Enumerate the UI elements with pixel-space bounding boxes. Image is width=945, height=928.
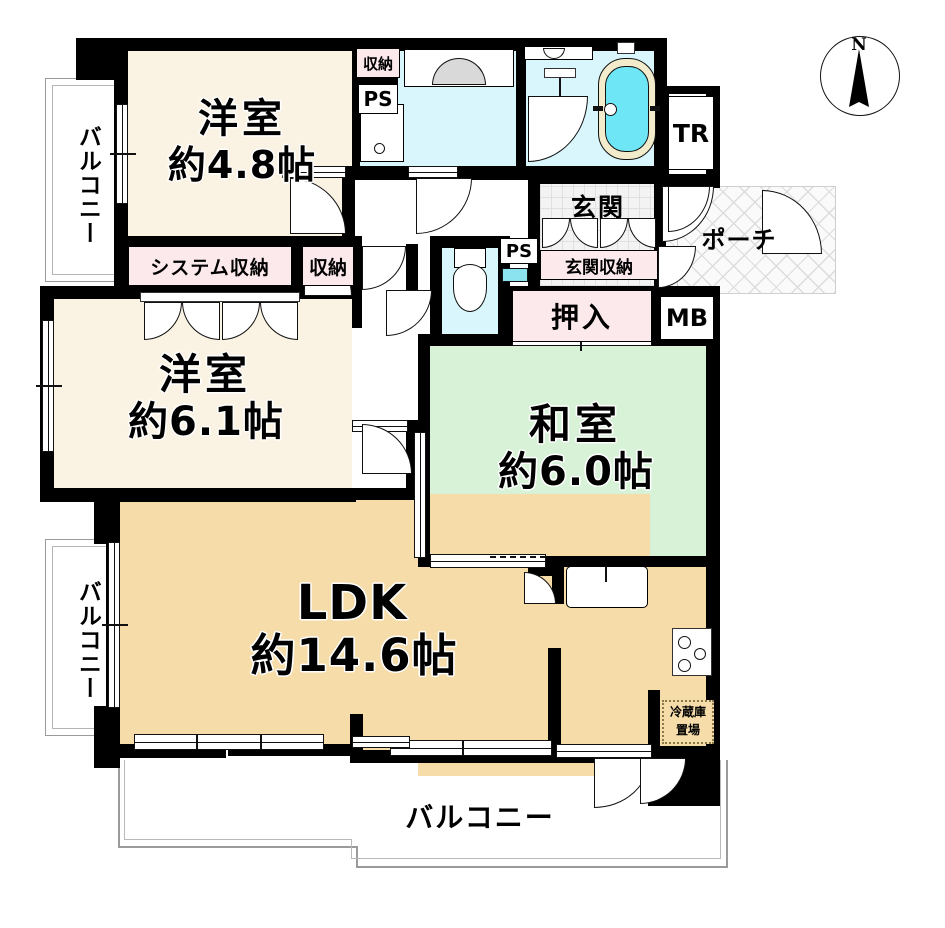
north-needle-icon: [849, 49, 869, 107]
balcony-main-outline: [118, 760, 728, 868]
wall-part-kitchen-small2: [552, 562, 564, 604]
window-bedroom-west-tick: [36, 385, 62, 387]
window-bedroom-north-tick: [110, 153, 136, 155]
wall-part-storage-bot: [114, 282, 302, 292]
system-storage-door-track: [140, 292, 300, 302]
wall-tr-box: [656, 86, 720, 94]
storage-b-tag: 収納: [356, 48, 400, 78]
kitchen-faucet-icon: [605, 566, 607, 582]
refrigerator-space-label-line1: 冷蔵庫: [669, 704, 706, 719]
storage-a-tag: 収納: [302, 246, 354, 286]
oshiire-label: 押入: [550, 301, 613, 334]
room-label-bedroom-west-name: 洋室: [158, 350, 251, 400]
system-storage-tag: システム収納: [128, 246, 292, 286]
shower-mixer-icon: [544, 68, 576, 78]
washing-machine-drain-icon: [374, 143, 385, 154]
wall-part-ldk-kitchen: [648, 690, 660, 750]
room-label-bedroom-west-area: 約6.1帖: [128, 399, 284, 446]
wall-part-entrance-top: [528, 174, 668, 184]
sliding-door-ldk-south2-div: [462, 740, 464, 756]
wall-tr-boxb: [656, 174, 720, 186]
door-swing-washroom: [416, 178, 472, 234]
compass-rose: N: [820, 34, 900, 116]
wall-part-storage-div1: [290, 240, 302, 286]
sliding-door-washroom-entry: [408, 166, 458, 178]
door-swing-storage-b: [362, 246, 406, 290]
room-fill-ldk-center: [418, 494, 650, 776]
wall-left-lower-blockA: [94, 494, 120, 544]
entrance-storage-tag: 玄関収納: [540, 250, 658, 280]
wall-left-block-mid-bot: [40, 450, 54, 502]
wall-part-ldk-divider: [548, 648, 561, 752]
bathtub-handle-left: [593, 106, 603, 111]
door-swing-toilet: [386, 290, 432, 336]
wall-part-bath-left: [516, 38, 526, 178]
window-ldk-west-tick: [102, 624, 128, 626]
balcony-southwest-inner: [52, 546, 121, 729]
sliding-partition-japanese-south-dash: [490, 556, 546, 558]
balcony-main-outline-inner: [124, 760, 722, 860]
refrigerator-space-label-line2: 置場: [675, 722, 700, 737]
sliding-door-ldk-south: [134, 734, 324, 750]
system-storage-label: システム収納: [150, 256, 270, 279]
wall-part-japanese-bottom: [418, 556, 720, 567]
trunk-room-tag: TR: [668, 96, 714, 170]
entrance-label: 玄関: [570, 192, 625, 222]
meter-box-label: MB: [665, 304, 709, 332]
bathtub-faucet-icon: [617, 42, 635, 54]
wall-part-toilet-top: [430, 236, 510, 248]
door-hall-ldk2: [352, 736, 410, 748]
wall-tr-left: [656, 86, 669, 186]
wall-part-storage-top: [114, 236, 362, 248]
balcony-north-inner: [52, 85, 121, 275]
entrance-storage-label: 玄関収納: [565, 257, 633, 278]
sliding-partition-japanese-west-panel: [414, 432, 426, 558]
wall-part-hall-left: [352, 288, 362, 328]
porch-label: ポーチ: [701, 226, 777, 255]
pipe-shaft-2-duct: [502, 268, 528, 282]
balcony-main-label: バルコニー: [405, 800, 555, 834]
burner-icon-1: [678, 636, 691, 649]
room-label-japanese-area: 約6.0帖: [498, 449, 654, 496]
kitchen-sink-counter: [566, 566, 648, 608]
wall-exterior-right-lower: [706, 562, 720, 806]
wall-left-block-mid-top: [40, 286, 54, 322]
wall-left-lower-blockB: [94, 706, 120, 768]
compass-north-label: N: [851, 34, 867, 55]
wall-part-entrance-left: [528, 174, 540, 288]
bathtub-drain-icon: [604, 103, 617, 116]
oshiire-tag: 押入: [512, 290, 652, 342]
refrigerator-space-box: [662, 700, 714, 744]
shower-riser: [559, 78, 561, 97]
sliding-door-ldk-south-div1: [196, 734, 198, 750]
balcony-southwest-label: バルコニー: [74, 580, 101, 700]
room-label-bedroom-north-area: 約4.8帖: [167, 143, 317, 188]
pipe-shaft-1-tag: PS: [358, 84, 398, 114]
pipe-shaft-2-tag: PS: [500, 238, 538, 264]
room-label-ldk-area: 約14.6帖: [250, 628, 458, 682]
meter-box-tag: MB: [660, 296, 714, 340]
trunk-room-label: TR: [672, 118, 710, 148]
storage-b-label: 収納: [362, 54, 393, 73]
bathtub-handle-right: [650, 106, 660, 111]
room-label-ldk-name: LDK: [296, 575, 408, 632]
sliding-door-corridor-top: [282, 166, 346, 178]
balcony-north-label: バルコニー: [74, 125, 101, 245]
toilet-bowl: [453, 264, 487, 312]
burner-icon-3: [678, 659, 691, 672]
pipe-shaft-1-label: PS: [363, 87, 393, 111]
wall-exterior-right-upper: [706, 286, 720, 562]
room-label-japanese-name: 和室: [528, 400, 621, 450]
burner-icon-2: [694, 648, 706, 660]
sliding-door-ldk-south-div2: [260, 734, 262, 750]
room-label-bedroom-north-name: 洋室: [198, 96, 286, 143]
wall-part-toilet-left: [430, 236, 442, 344]
pipe-shaft-2-label: PS: [505, 240, 533, 262]
sliding-door-kitchen-south: [556, 744, 652, 758]
balcony-north-outline: [45, 78, 121, 282]
sliding-door-ldk-south2: [390, 740, 552, 756]
storage-a-label: 収納: [308, 256, 347, 279]
wall-part-ldk-top-left: [120, 488, 420, 500]
room-fill-ldk-main: [120, 494, 420, 750]
